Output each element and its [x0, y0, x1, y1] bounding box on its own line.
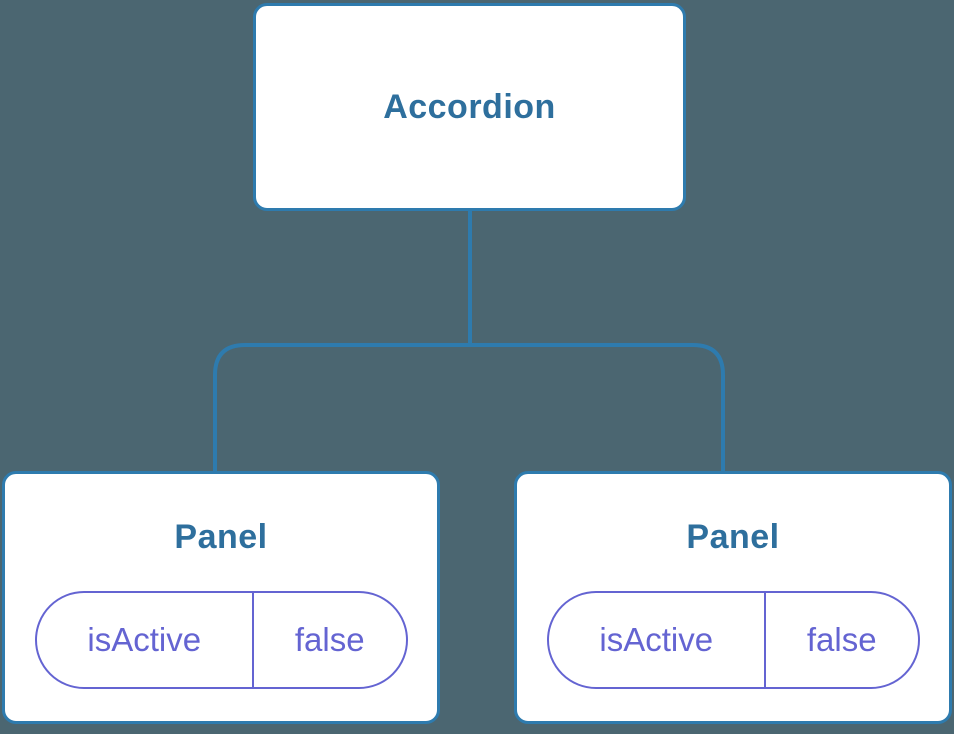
state-pill: isActive false — [34, 591, 408, 689]
node-label: Panel — [686, 518, 780, 556]
state-key: isActive — [87, 621, 202, 658]
state-pill: isActive false — [546, 591, 920, 689]
node-accordion: Accordion — [253, 3, 686, 211]
connector-branch — [213, 343, 725, 473]
node-panel-1: Panel isActive false — [2, 471, 440, 724]
state-key: isActive — [599, 621, 714, 658]
node-label: Accordion — [383, 88, 556, 126]
node-label: Panel — [174, 518, 268, 556]
node-panel-2: Panel isActive false — [514, 471, 952, 724]
state-value: false — [763, 593, 918, 687]
state-value: false — [251, 593, 406, 687]
